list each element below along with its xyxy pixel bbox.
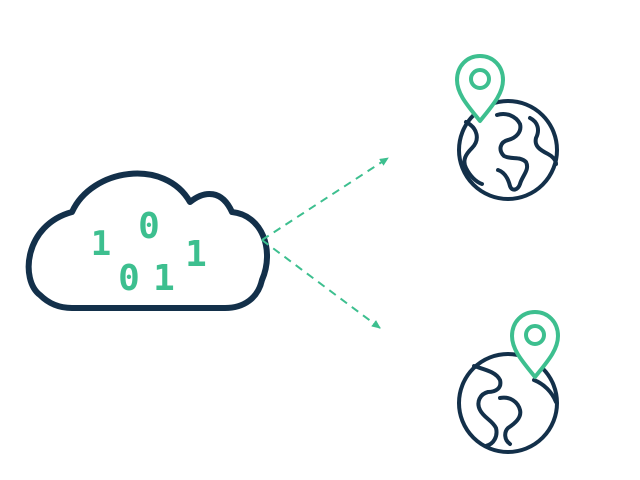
binary-digit: 1 [91, 224, 111, 264]
binary-digit: 0 [118, 258, 140, 299]
arrow-to-bottom-globe [261, 239, 381, 329]
arrow-to-top-globe [261, 157, 389, 241]
binary-digit: 1 [153, 258, 175, 299]
globe-outline [457, 99, 559, 201]
binary-digit: 1 [185, 234, 207, 275]
globe-location-icon [455, 54, 559, 201]
location-pin-icon [510, 310, 560, 379]
cloud-binary-icon: 1 0 1 0 1 1 [25, 170, 271, 311]
globe-continent-east [528, 116, 558, 166]
globe-continent-left [472, 364, 503, 448]
binary-digit: 0 [138, 206, 160, 247]
globe-location-icon [457, 310, 560, 454]
cloud-outline [25, 170, 271, 311]
globe-continent-mid [498, 395, 523, 446]
globe-continent-right [495, 112, 530, 192]
globe-continent-east [532, 378, 558, 404]
globe-continent-left [462, 120, 484, 186]
location-pin-icon [455, 54, 505, 123]
